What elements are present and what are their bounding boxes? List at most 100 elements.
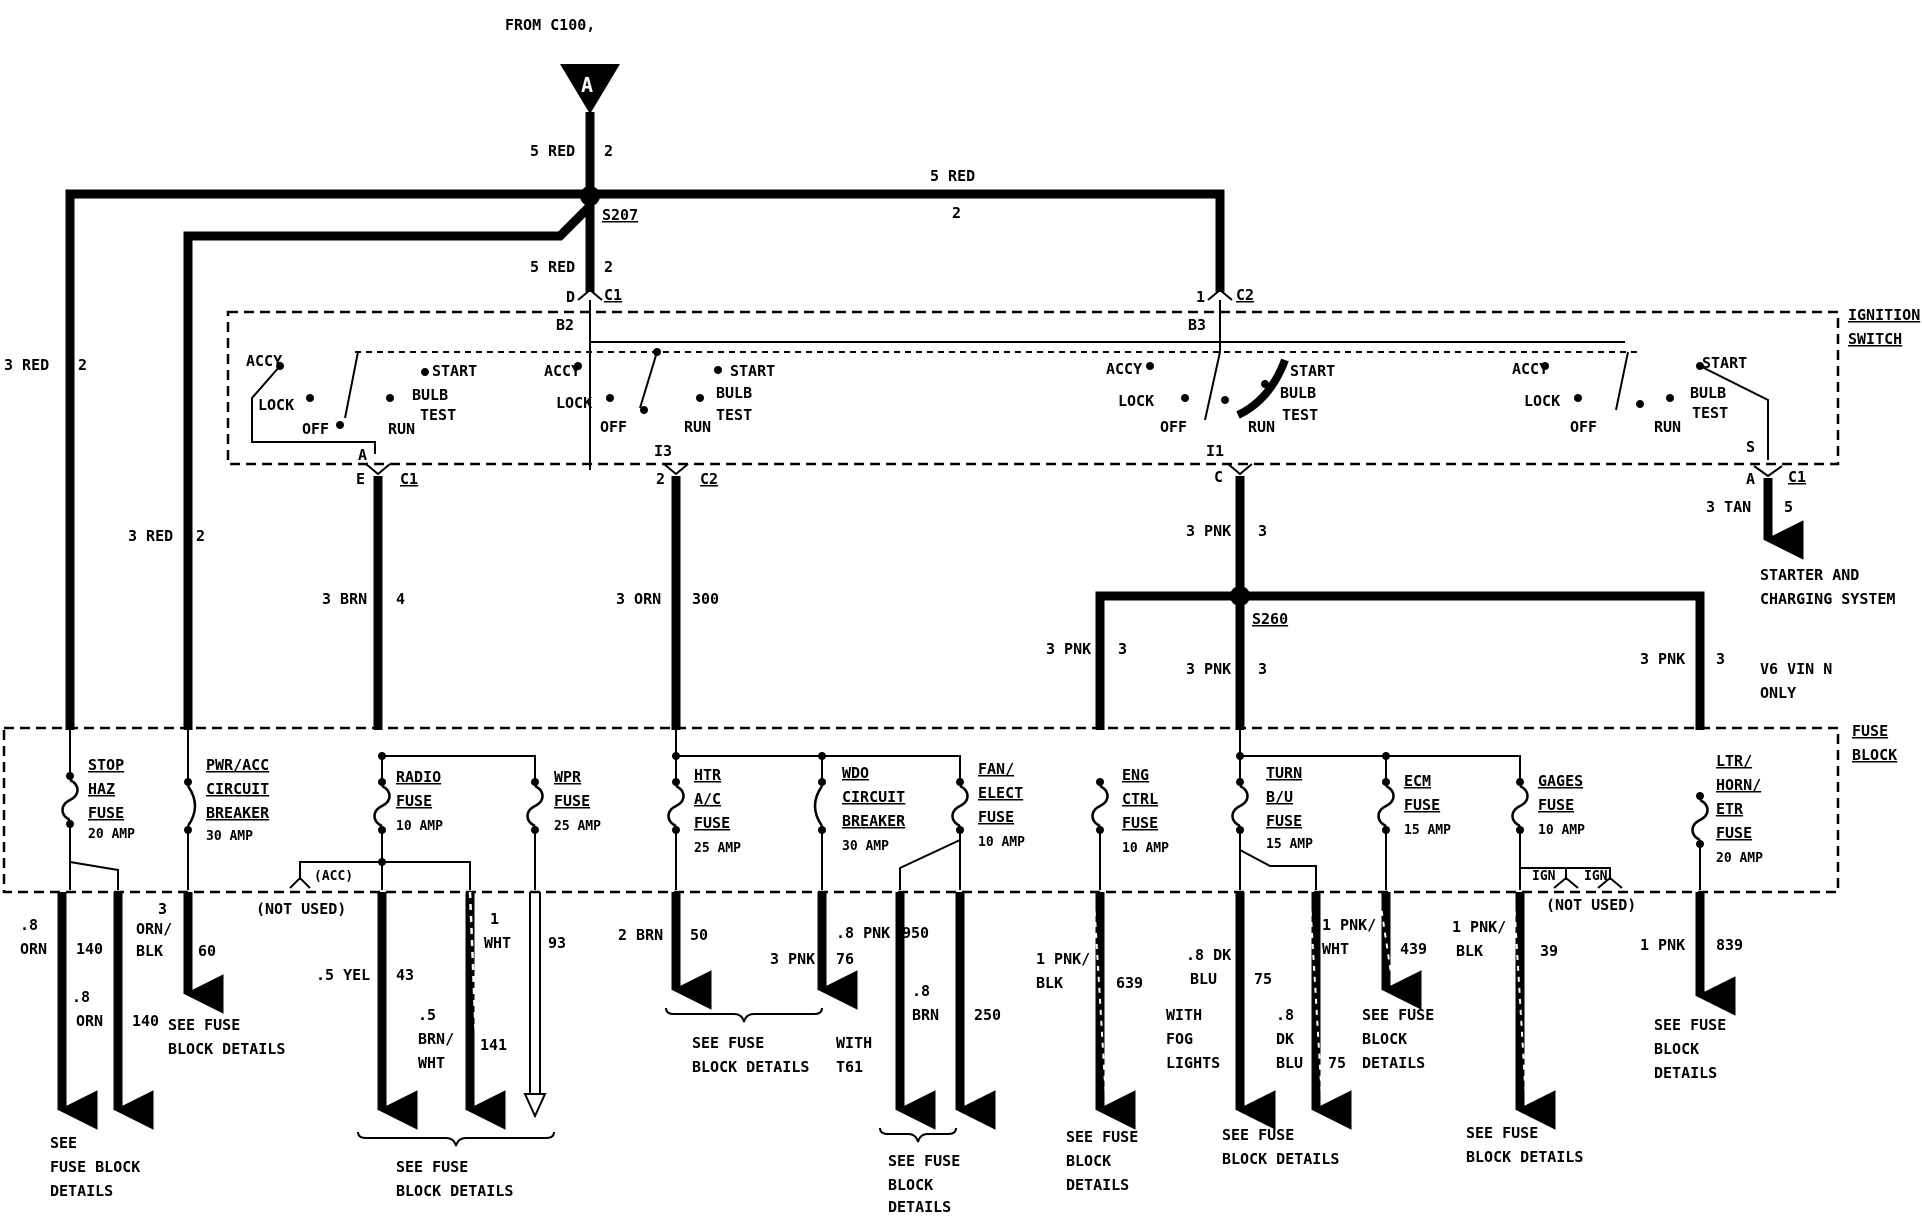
out-brn-wht-2: BRN/	[418, 1030, 454, 1048]
see-fuse-j-2: BLOCK	[1654, 1040, 1699, 1058]
wdo-l1: WDO	[842, 764, 869, 782]
ecm-l1: ECM	[1404, 772, 1431, 790]
out-141: 141	[480, 1036, 507, 1054]
out-dkblu-b-2: DK	[1276, 1030, 1294, 1048]
acc-label: (ACC)	[314, 869, 353, 884]
sw1-start: START	[432, 362, 477, 380]
sw1-bulb: BULB	[412, 386, 448, 404]
out-39: 39	[1540, 942, 1558, 960]
sw2-test: TEST	[716, 406, 752, 424]
eng-l1: ENG	[1122, 766, 1149, 784]
out-950: 950	[902, 924, 929, 942]
sw3-bulb: BULB	[1280, 384, 1316, 402]
fog-note-1: WITH	[1166, 1006, 1202, 1024]
wire-5-label: 5	[1784, 498, 1793, 516]
turn-l1: TURN	[1266, 764, 1302, 782]
pin-c1-s-label: C1	[1788, 468, 1806, 486]
out-p8-b: .8	[72, 988, 90, 1006]
from-c100-label: FROM C100,	[505, 16, 595, 34]
ltr-l1: LTR/	[1716, 752, 1752, 770]
with-t61-2: T61	[836, 1058, 863, 1076]
sw2-bulb: BULB	[716, 384, 752, 402]
fan-l1: FAN/	[978, 760, 1014, 778]
out-dkblu-a-1: .8 DK	[1186, 946, 1231, 964]
pin-s-label: S	[1746, 438, 1755, 456]
splice-s260-dot	[1230, 586, 1250, 606]
splice-s207-dot	[580, 186, 600, 206]
see-fuse-i-1: SEE FUSE	[1466, 1124, 1538, 1142]
v6-note-2: ONLY	[1760, 684, 1796, 702]
fog-note-3: LIGHTS	[1166, 1054, 1220, 1072]
starter-note-2: CHARGING SYSTEM	[1760, 590, 1895, 608]
sw4-start: START	[1702, 354, 1747, 372]
out-75-a: 75	[1254, 970, 1272, 988]
sw2-run: RUN	[684, 418, 711, 436]
see-fuse-i-2: BLOCK DETAILS	[1466, 1148, 1583, 1166]
out-p8-a: .8	[20, 916, 38, 934]
sw1-off: OFF	[302, 420, 329, 438]
see-fuse-a-1: SEE	[50, 1134, 77, 1152]
out-brn-wht-1: .5	[418, 1006, 436, 1024]
wire-3pnk-d-label: 3 PNK	[1640, 650, 1685, 668]
wire-3-a-label: 3	[1258, 522, 1267, 540]
pwr-acc-l3: BREAKER	[206, 804, 270, 822]
pin-i1-label: I1	[1206, 442, 1224, 460]
see-fuse-j-3: DETAILS	[1654, 1064, 1717, 1082]
sw1-test: TEST	[420, 406, 456, 424]
ecm-amp: 15 AMP	[1404, 823, 1451, 838]
sw3-run: RUN	[1248, 418, 1275, 436]
sw1-accy: ACCY	[246, 352, 282, 370]
see-fuse-h-2: BLOCK	[1362, 1030, 1407, 1048]
out-pnk3: 3 PNK	[770, 950, 815, 968]
wire-3brn-label: 3 BRN	[322, 590, 367, 608]
turn-l3: FUSE	[1266, 812, 1302, 830]
see-fuse-h-1: SEE FUSE	[1362, 1006, 1434, 1024]
htr-l3: FUSE	[694, 814, 730, 832]
gages-amp: 10 AMP	[1538, 823, 1585, 838]
out-pnkwht-1: 1 PNK/	[1322, 916, 1376, 934]
pin-c1-top-label: C1	[604, 286, 622, 304]
gages-l1: GAGES	[1538, 772, 1583, 790]
wire-5red-lower-label: 5 RED	[530, 258, 575, 276]
out-639: 639	[1116, 974, 1143, 992]
out-brn2: 2 BRN	[618, 926, 663, 944]
htr-l2: A/C	[694, 790, 721, 808]
out-orn-a: ORN	[20, 940, 47, 958]
sw1-lock: LOCK	[258, 396, 294, 414]
htr-amp: 25 AMP	[694, 841, 741, 856]
pin-e-label: E	[356, 470, 365, 488]
wire-3-d-label: 3	[1716, 650, 1725, 668]
fuse-block	[2, 726, 1840, 894]
sw3-start: START	[1290, 362, 1335, 380]
sw3-accy: ACCY	[1106, 360, 1142, 378]
see-fuse-e-3: DETAILS	[888, 1198, 951, 1216]
ecm-l2: FUSE	[1404, 796, 1440, 814]
see-fuse-d-1: SEE FUSE	[692, 1034, 764, 1052]
not-used-right: (NOT USED)	[1546, 896, 1636, 914]
wpr-l2: FUSE	[554, 792, 590, 810]
pwr-acc-l1: PWR/ACC	[206, 756, 269, 774]
ltr-amp: 20 AMP	[1716, 851, 1763, 866]
out-250: 250	[974, 1006, 1001, 1024]
out-pnkblk-b-2: BLK	[1456, 942, 1483, 960]
htr-l1: HTR	[694, 766, 722, 784]
turn-amp: 15 AMP	[1266, 837, 1313, 852]
sw4-accy: ACCY	[1512, 360, 1548, 378]
out-pnkblk-b-1: 1 PNK/	[1452, 918, 1506, 936]
eng-amp: 10 AMP	[1122, 841, 1169, 856]
sw4-test: TEST	[1692, 404, 1728, 422]
see-fuse-f-3: DETAILS	[1066, 1176, 1129, 1194]
out-43: 43	[396, 966, 414, 984]
sw4-run: RUN	[1654, 418, 1681, 436]
out-orn-blk-2: ORN/	[136, 920, 172, 938]
wire-3pnk-a-label: 3 PNK	[1186, 522, 1231, 540]
sw2-accy: ACCY	[544, 362, 580, 380]
wire-2-top-label: 2	[952, 204, 961, 222]
pin-a1-label: A	[358, 446, 367, 464]
out-pnk1: 1 PNK	[1640, 936, 1685, 954]
see-fuse-e-2: BLOCK	[888, 1176, 933, 1194]
ign-1-label: IGN	[1532, 869, 1556, 884]
eng-l2: CTRL	[1122, 790, 1158, 808]
out-pnkwht-2: WHT	[1322, 940, 1349, 958]
see-fuse-a-2: FUSE BLOCK	[50, 1158, 140, 1176]
